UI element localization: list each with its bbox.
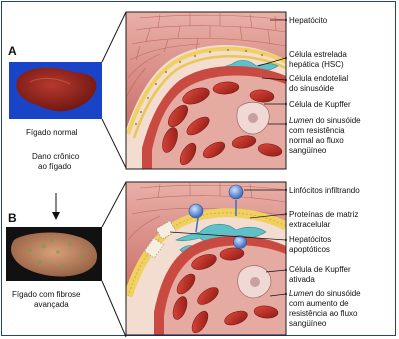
lumen-word-a: Lumen bbox=[289, 116, 313, 125]
label-apoptotic-line2: apoptóticos bbox=[289, 245, 330, 255]
transition-label-line1: Dano crônico bbox=[32, 152, 79, 162]
label-lumen-fibrotic-line2: com aumento de bbox=[289, 299, 349, 309]
label-hsc-line2: hepática (HSC) bbox=[289, 60, 344, 70]
label-hepatocyte: Hepatócito bbox=[289, 16, 327, 26]
sinusoid-normal-illustration bbox=[126, 12, 286, 169]
panel-a-letter: A bbox=[8, 44, 17, 58]
label-ecm-line2: extracelular bbox=[289, 220, 330, 230]
transition-arrow bbox=[52, 193, 60, 220]
label-lumen-normal-line3: normal ao fluxo bbox=[289, 136, 344, 146]
lumen-rest-a: do sinusóide bbox=[313, 116, 360, 125]
label-endothelial-line1: Célula endotelial bbox=[289, 74, 348, 84]
label-lumen-normal-line1: Lumen do sinusóide bbox=[289, 116, 361, 126]
transition-label-line2: ao fígado bbox=[38, 162, 71, 172]
label-kupffer: Célula de Kupffer bbox=[289, 100, 351, 110]
sinusoid-fibrotic-illustration bbox=[126, 182, 286, 335]
label-apoptotic-line1: Hepatócitos bbox=[289, 235, 331, 245]
lumen-rest-b: do sinusóide bbox=[313, 289, 360, 298]
label-ecm-line1: Proteínas de matriz bbox=[289, 210, 358, 220]
label-activated-kupffer-line1: Célula de Kupffer bbox=[289, 265, 351, 275]
lumen-word-b: Lumen bbox=[289, 289, 313, 298]
label-lumen-fibrotic-line3: resistência ao fluxo bbox=[289, 309, 357, 319]
label-endothelial-line2: do sinusóide bbox=[289, 84, 334, 94]
label-lumen-fibrotic-line1: Lumen do sinusóide bbox=[289, 289, 361, 299]
panel-b-letter: B bbox=[8, 211, 17, 225]
label-activated-kupffer-line2: ativada bbox=[289, 275, 315, 285]
fibrotic-liver-caption-line1: Fígado com fibrose bbox=[12, 290, 80, 300]
normal-liver-caption: Fígado normal bbox=[26, 128, 78, 138]
label-lymphocytes: Linfócitos infiltrando bbox=[289, 186, 360, 196]
label-lumen-fibrotic-line4: sangüíneo bbox=[289, 319, 326, 329]
label-hsc-line1: Célula estrelada bbox=[289, 50, 347, 60]
fibrotic-liver-caption-line2: avançada bbox=[34, 300, 69, 310]
label-lumen-normal-line2: com resistência bbox=[289, 126, 345, 136]
label-lumen-normal-line4: sangüíneo bbox=[289, 146, 326, 156]
